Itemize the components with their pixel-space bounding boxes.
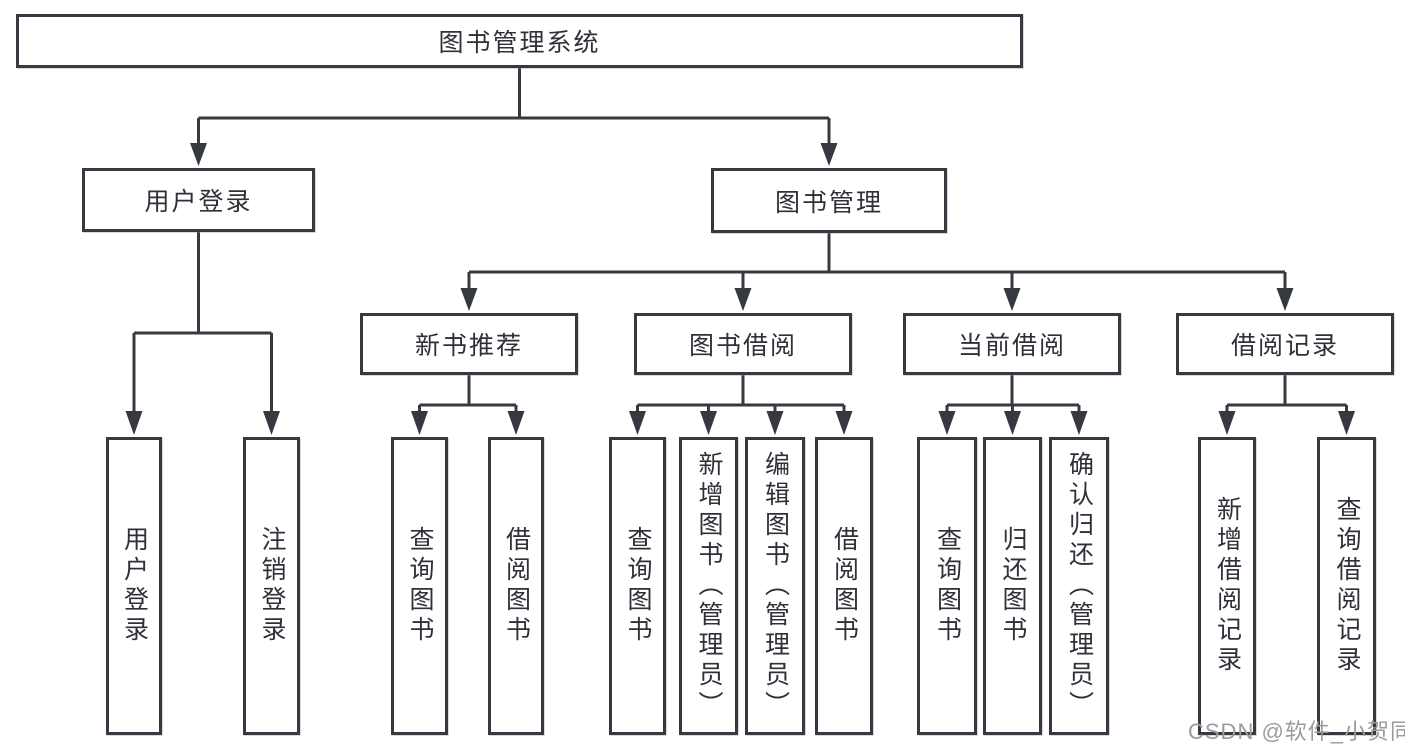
leaf-query-book-current: 查询图书 xyxy=(917,437,977,735)
node-book-borrow: 图书借阅 xyxy=(634,313,852,375)
node-root: 图书管理系统 xyxy=(16,14,1023,68)
node-user-login: 用户登录 xyxy=(82,168,315,232)
leaf-borrow-book-borrow: 借阅图书 xyxy=(815,437,873,735)
node-borrow-record: 借阅记录 xyxy=(1176,313,1394,375)
leaf-confirm-return-admin: 确认归还（管理员） xyxy=(1049,437,1109,735)
node-current-borrow: 当前借阅 xyxy=(903,313,1121,375)
watermark: CSDN @软件_小贺同学 xyxy=(1188,719,1405,744)
leaf-query-book-recommend: 查询图书 xyxy=(391,437,448,735)
node-new-book-recommend: 新书推荐 xyxy=(360,313,578,375)
leaf-return-book: 归还图书 xyxy=(983,437,1042,735)
leaf-borrow-book-recommend: 借阅图书 xyxy=(488,437,544,735)
leaf-query-borrow-record: 查询借阅记录 xyxy=(1317,437,1376,735)
leaf-add-book-admin: 新增图书（管理员） xyxy=(679,437,738,735)
leaf-edit-book-admin: 编辑图书（管理员） xyxy=(745,437,805,735)
leaf-add-borrow-record: 新增借阅记录 xyxy=(1198,437,1256,735)
leaf-user-login: 用户登录 xyxy=(106,437,162,735)
node-book-management: 图书管理 xyxy=(711,168,947,233)
leaf-query-book-borrow: 查询图书 xyxy=(609,437,666,735)
leaf-logout: 注销登录 xyxy=(243,437,300,735)
